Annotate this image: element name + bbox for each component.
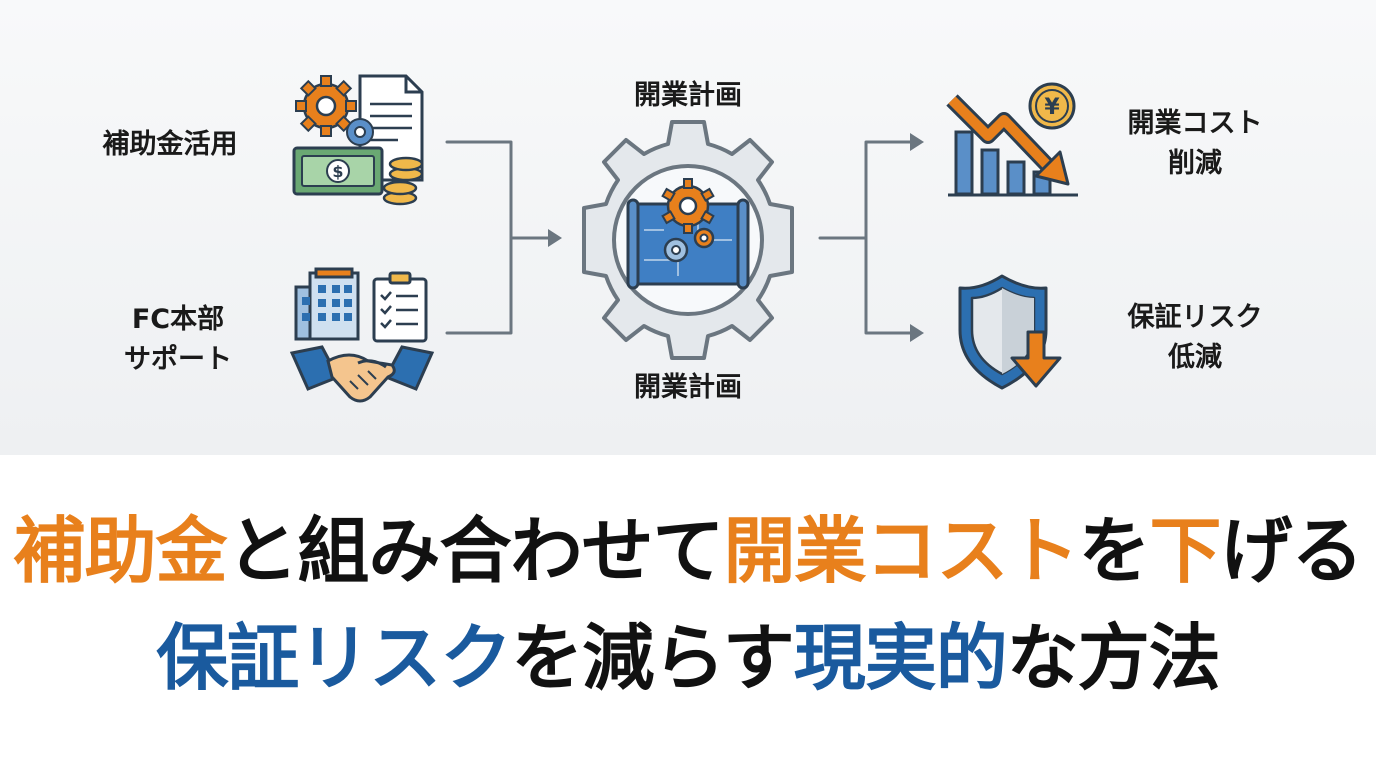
fc-support-label: FC本部 サポート: [124, 304, 232, 375]
headline-word: 現実的: [793, 616, 1008, 700]
headline-word: 補助金: [13, 509, 227, 593]
declining-chart-yen-icon: ¥: [946, 82, 1078, 197]
connector-lines: [445, 133, 924, 342]
shield-down-arrow-icon: [958, 274, 1062, 390]
headline-word: な方法: [1006, 616, 1221, 700]
headline-word: を: [1078, 509, 1151, 593]
subsidy-label: 補助金活用: [102, 129, 238, 160]
headline-word: を減らす: [511, 616, 795, 700]
connector-input-merge: [445, 140, 550, 335]
svg-text:$: $: [332, 162, 343, 181]
headline-line1: 補助金と組み合わせて開業コストを下げる: [0, 505, 1376, 597]
headline-word: 開業コスト: [723, 509, 1079, 593]
headline-line2: 保証リスクを減らす現実的な方法: [0, 612, 1376, 704]
risk-reduction-label: 保証リスク 低減: [1127, 302, 1263, 373]
headline-word: 保証リスク: [156, 616, 512, 700]
headline-word: と組み合わせて: [226, 509, 724, 593]
center-top-label: 開業計画: [634, 80, 742, 111]
headline-word: 下: [1149, 509, 1222, 593]
yen-symbol: ¥: [1044, 95, 1060, 120]
flow-diagram: 補助金活用 FC本部 サポート: [0, 0, 1376, 455]
gear-document-money-icon: $: [292, 74, 424, 206]
headline-word: げる: [1220, 509, 1364, 593]
gear-blueprint-icon: [582, 120, 794, 360]
cost-reduction-label: 開業コスト 削減: [1127, 108, 1263, 179]
center-bottom-label: 開業計画: [634, 372, 742, 403]
arrow-to-center: [548, 229, 562, 247]
connector-output-split: [818, 140, 914, 335]
building-checklist-handshake-icon: [289, 267, 435, 403]
arrow-to-risk: [910, 324, 924, 342]
arrow-to-cost: [910, 133, 924, 151]
